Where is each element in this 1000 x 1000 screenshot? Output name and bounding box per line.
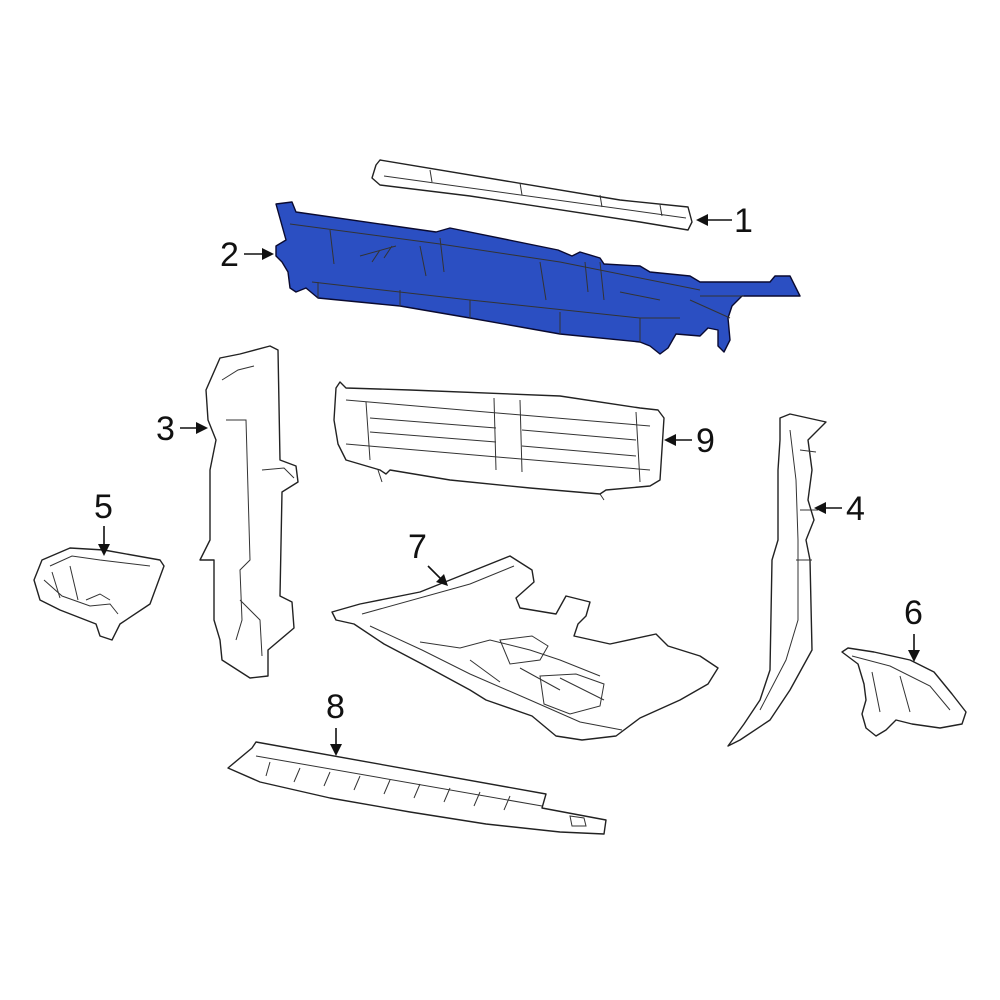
leader-lines	[98, 214, 920, 756]
part-3-left-side-deflector[interactable]	[199, 345, 299, 679]
arrowhead-2	[262, 248, 274, 260]
arrowhead-7	[436, 574, 448, 586]
arrowhead-8	[330, 744, 342, 756]
arrowhead-6	[908, 650, 920, 662]
callout-8[interactable]: 8	[326, 688, 345, 726]
arrowhead-3	[196, 422, 208, 434]
part-8-lower-air-dam[interactable]	[227, 741, 607, 835]
part-7-splash-shield[interactable]	[331, 555, 719, 741]
callout-numbers: 1 2 3 4 5 6 7 8 9	[94, 202, 923, 726]
callout-2[interactable]: 2	[220, 236, 239, 274]
callout-7[interactable]: 7	[408, 528, 427, 566]
arrowhead-5	[98, 544, 110, 556]
leader-7	[427, 565, 443, 581]
part-6-right-shield[interactable]	[841, 647, 967, 737]
part-5-left-shield[interactable]	[33, 547, 165, 641]
part-9-grille-shutter[interactable]	[333, 381, 665, 501]
part-1-upper-bar[interactable]	[371, 159, 693, 231]
arrowhead-4	[814, 502, 826, 514]
callout-6[interactable]: 6	[904, 594, 923, 632]
part-4-right-side-deflector[interactable]	[727, 413, 827, 747]
callout-4[interactable]: 4	[846, 490, 865, 528]
part-2-air-deflector[interactable]	[275, 201, 801, 355]
callout-9[interactable]: 9	[696, 422, 715, 460]
arrowhead-1	[696, 214, 708, 226]
arrowhead-9	[664, 434, 676, 446]
callout-3[interactable]: 3	[156, 410, 175, 448]
callout-1[interactable]: 1	[734, 202, 753, 240]
callout-5[interactable]: 5	[94, 488, 113, 526]
